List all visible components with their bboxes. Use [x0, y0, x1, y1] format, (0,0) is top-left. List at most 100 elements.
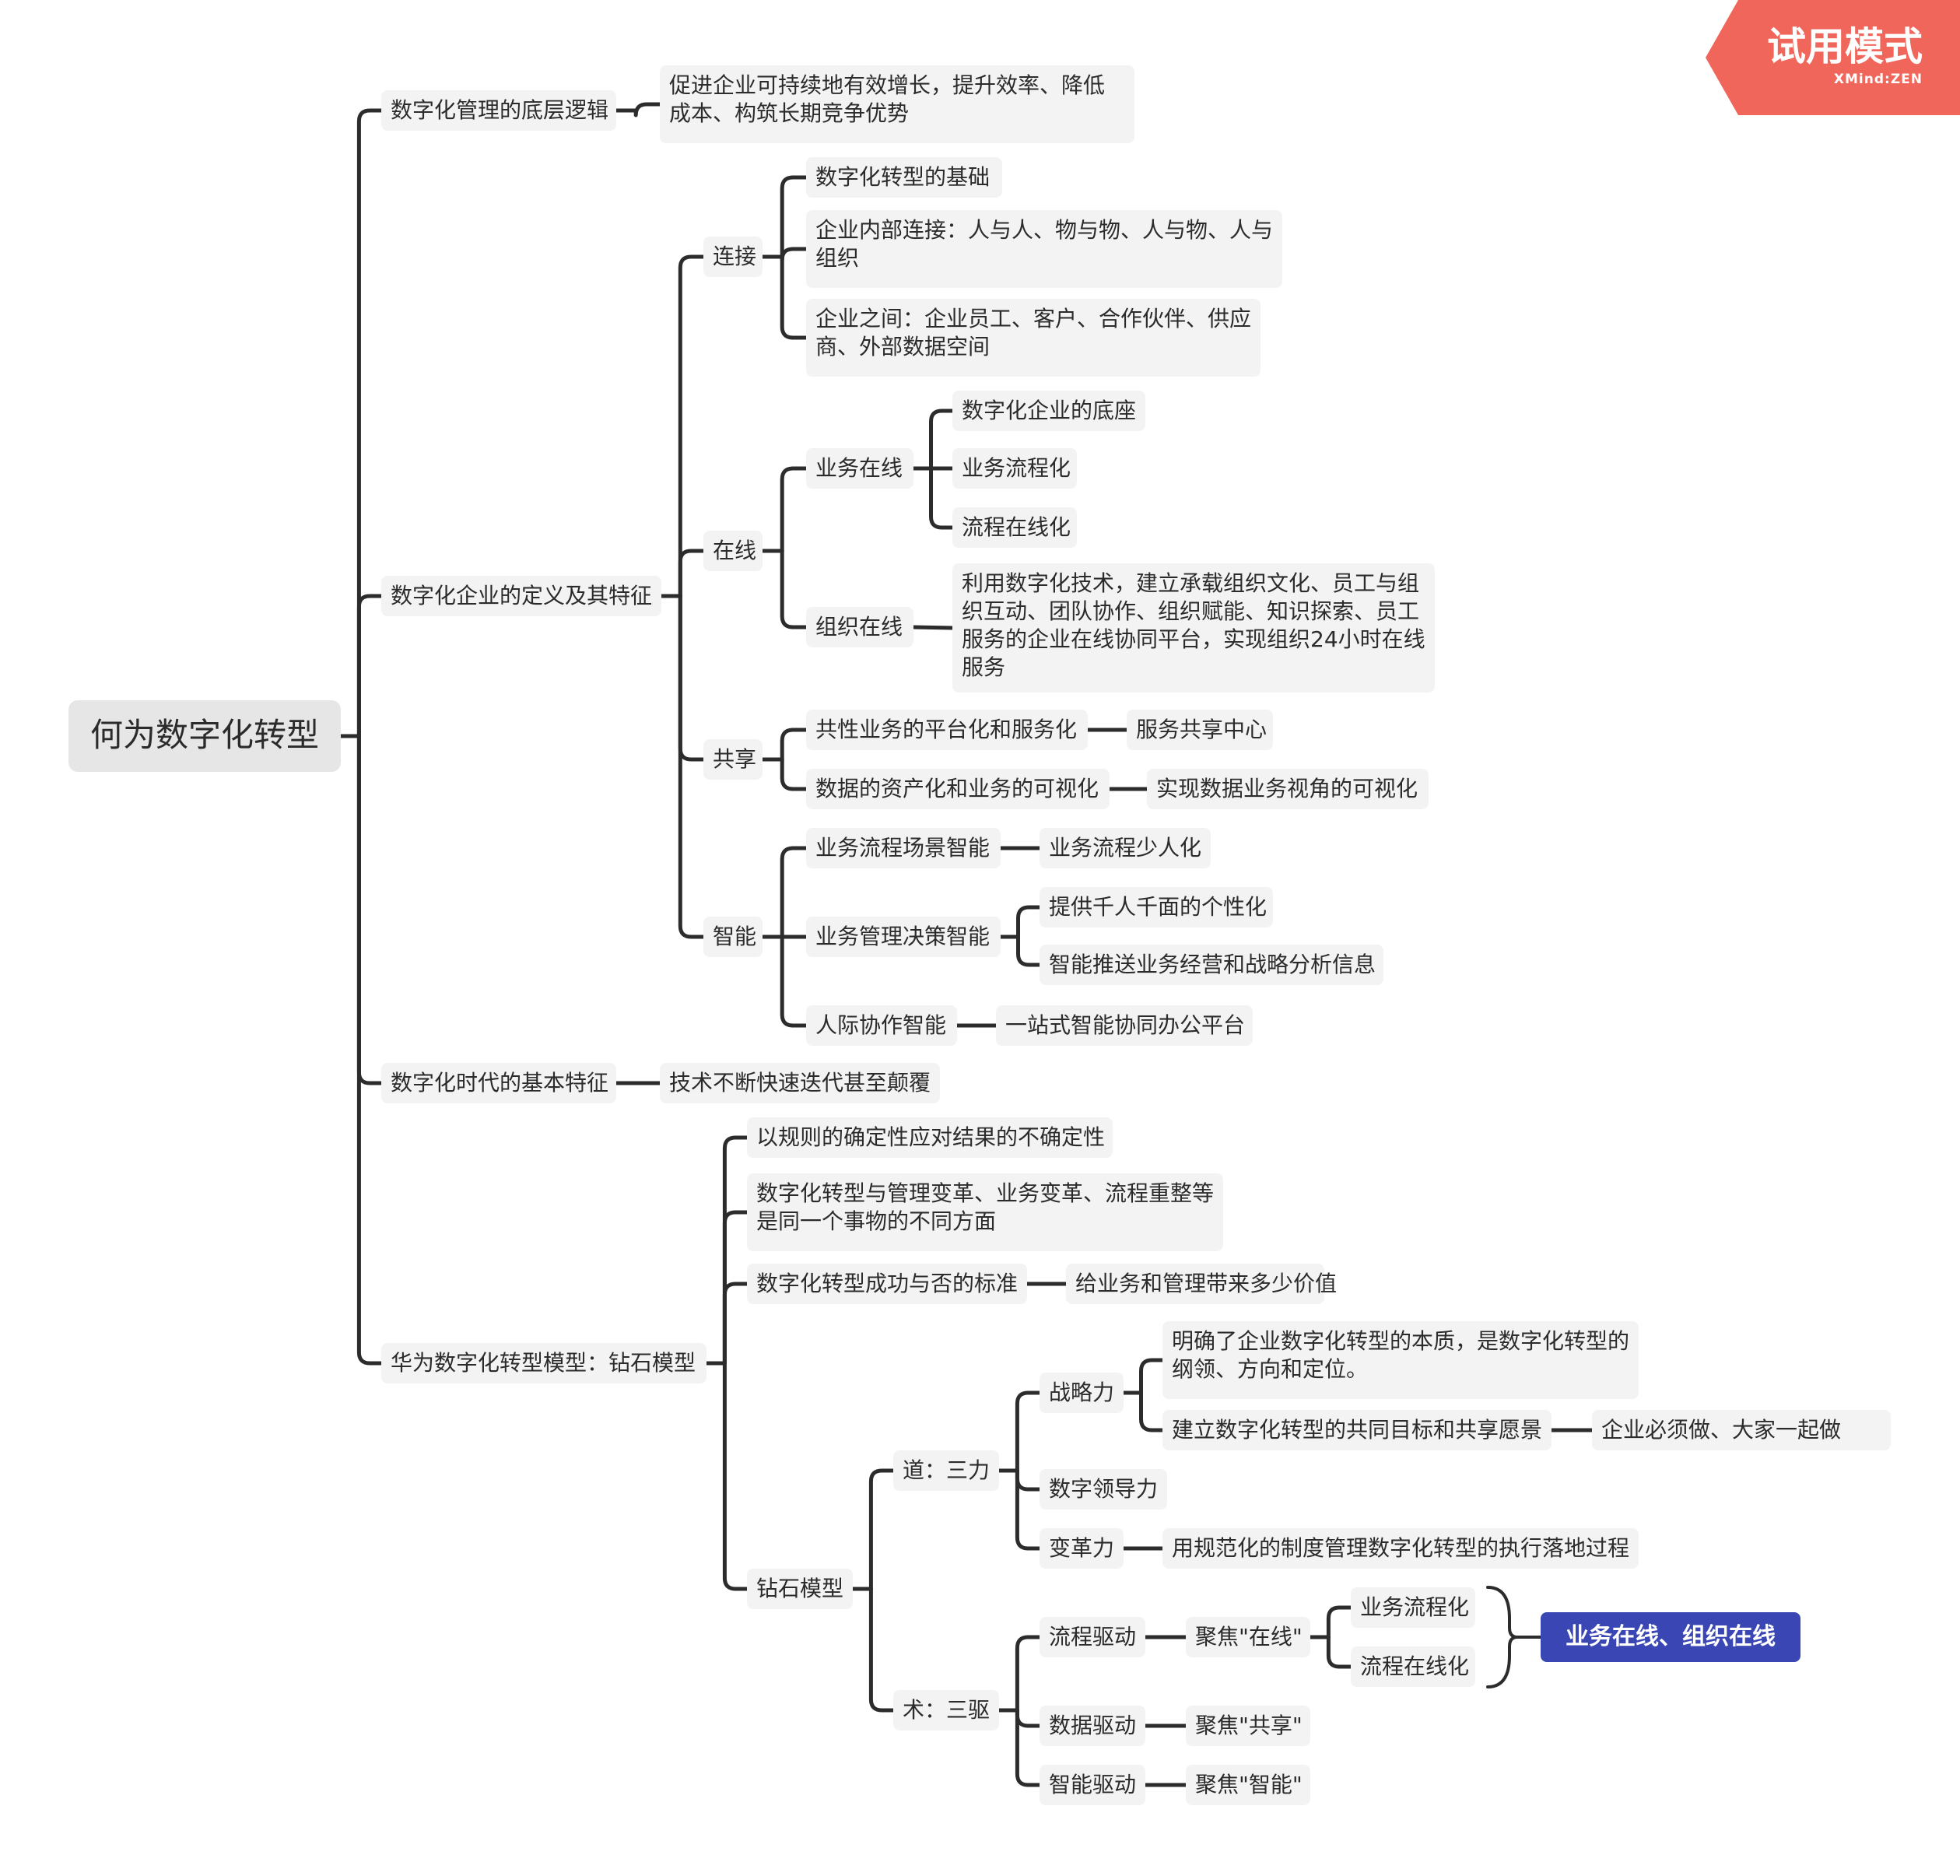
connector-n_d-n_d1 — [722, 1135, 749, 1366]
connector-n_d4a-n_d4a1 — [1015, 1390, 1042, 1473]
topic-dao-three-forces[interactable]: 道：三力 — [893, 1450, 999, 1491]
connector-n_b2a-n_b2a1 — [929, 409, 955, 471]
connector-n_b1-n_b1a — [780, 175, 808, 259]
trial-badge-shape — [1706, 0, 1960, 115]
summary-business-org-online[interactable]: 业务在线、组织在线 — [1541, 1612, 1800, 1662]
topic-org-platform[interactable]: 利用数字化技术，建立承载组织文化、员工与组织互动、团队协作、组织赋能、知识探索、… — [952, 563, 1435, 693]
topic-business-online[interactable]: 业务在线 — [806, 448, 913, 489]
connector-n_b3-n_b3b — [780, 757, 808, 791]
connector-root-n_c — [356, 734, 384, 1085]
connector-n_d4b1a-n_d4b1a2 — [1326, 1635, 1353, 1669]
topic-online[interactable]: 在线 — [703, 531, 763, 571]
topic-value-delivered[interactable]: 给业务和管理带来多少价值 — [1066, 1264, 1337, 1304]
connector-root-n_d — [356, 734, 384, 1366]
topic-inter-enterprise[interactable]: 企业之间：企业员工、客户、合作伙伴、供应商、外部数据空间 — [806, 299, 1261, 377]
connector-n_d4a1-n_d4a1a — [1139, 1358, 1165, 1395]
topic-focus-online[interactable]: 聚焦"在线" — [1186, 1617, 1310, 1657]
topic-tech-iteration[interactable]: 技术不断快速迭代甚至颠覆 — [660, 1063, 940, 1103]
topic-digital-management-logic[interactable]: 数字化管理的底层逻辑 — [381, 90, 616, 131]
topic-process-online[interactable]: 流程在线化 — [952, 507, 1077, 548]
topic-digital-enterprise-definition[interactable]: 数字化企业的定义及其特征 — [381, 576, 661, 616]
connector-n_b1-n_b1b — [780, 247, 808, 262]
topic-intelligence[interactable]: 智能 — [703, 917, 763, 957]
connector-n_b4-n_b4c — [780, 934, 808, 1028]
topic-shu-three-drivers[interactable]: 术：三驱 — [893, 1690, 999, 1730]
topic-focus-intelligence[interactable]: 聚焦"智能" — [1186, 1765, 1310, 1805]
connector-n_d-n_d2 — [722, 1210, 749, 1366]
connector-n_b2a-n_b2a3 — [929, 466, 955, 530]
topic-transform-foundation[interactable]: 数字化转型的基础 — [806, 157, 1002, 198]
topic-data-asset[interactable]: 数据的资产化和业务的可视化 — [806, 769, 1110, 809]
topic-connect[interactable]: 连接 — [703, 237, 763, 277]
topic-internal-connection[interactable]: 企业内部连接：人与人、物与物、人与物、人与组织 — [806, 210, 1282, 288]
topic-standardized-execution[interactable]: 用规范化的制度管理数字化转型的执行落地过程 — [1162, 1528, 1639, 1569]
connector-n_b-n_b4 — [678, 594, 706, 939]
topic-digital-era-features[interactable]: 数字化时代的基本特征 — [381, 1063, 616, 1103]
connector-n_b4-n_b4a — [780, 846, 808, 939]
topic-same-thing-aspects[interactable]: 数字化转型与管理变革、业务变革、流程重整等是同一个事物的不同方面 — [747, 1173, 1223, 1251]
connector-n_b4b-n_b4b1 — [1016, 905, 1042, 939]
topic-business-process[interactable]: 业务流程化 — [952, 448, 1077, 489]
topic-strategy-essence[interactable]: 明确了企业数字化转型的本质，是数字化转型的纲领、方向和定位。 — [1162, 1321, 1639, 1399]
topic-organization-online[interactable]: 组织在线 — [806, 607, 913, 647]
connector-n_b-n_b2 — [678, 549, 706, 598]
connector-n_d4a1-n_d4a1b — [1139, 1390, 1165, 1432]
connector-n_d4b-n_d4b2 — [1015, 1708, 1042, 1728]
summary-brace — [1486, 1586, 1519, 1688]
topic-push-analysis[interactable]: 智能推送业务经营和战略分析信息 — [1040, 945, 1383, 985]
topic-huawei-diamond-model[interactable]: 华为数字化转型模型：钻石模型 — [381, 1343, 707, 1383]
topic-process-driven[interactable]: 流程驱动 — [1040, 1617, 1145, 1657]
topic-share[interactable]: 共享 — [703, 739, 763, 780]
topic-digital-leadership[interactable]: 数字领导力 — [1040, 1469, 1167, 1510]
connector-n_d4b-n_d4b3 — [1015, 1708, 1042, 1787]
trial-mode-title: 试用模式 — [1767, 24, 1923, 69]
connector-n_b2-n_b2a — [780, 466, 808, 553]
connector-n_b2-n_b2b — [780, 549, 808, 629]
connector-n_d4-n_d4a — [868, 1468, 896, 1591]
topic-change-force[interactable]: 变革力 — [1040, 1528, 1124, 1569]
topic-business-process-2[interactable]: 业务流程化 — [1351, 1587, 1475, 1628]
topic-one-stop-office[interactable]: 一站式智能协同办公平台 — [996, 1005, 1253, 1046]
connector-n_d4a-n_d4a2 — [1015, 1468, 1042, 1492]
topic-enterprise-base[interactable]: 数字化企业的底座 — [952, 391, 1145, 431]
topic-common-platform[interactable]: 共性业务的平台化和服务化 — [806, 710, 1088, 750]
connector-n_d-n_d4 — [722, 1361, 749, 1591]
topic-intelligence-driven[interactable]: 智能驱动 — [1040, 1765, 1145, 1805]
connector-n_b2b-n_b2b1 — [911, 625, 955, 630]
topic-personalization[interactable]: 提供千人千面的个性化 — [1040, 887, 1273, 927]
topic-service-share-center[interactable]: 服务共享中心 — [1127, 710, 1273, 750]
topic-decision-intelligence[interactable]: 业务管理决策智能 — [806, 917, 1001, 957]
connector-n_b4b-n_b4b2 — [1016, 934, 1042, 967]
xmind-brand: XMind:ZEN — [1833, 72, 1923, 87]
connector-n_d4-n_d4b — [868, 1587, 896, 1713]
topic-focus-share[interactable]: 聚焦"共享" — [1186, 1706, 1310, 1746]
connector-n_d-n_d3 — [722, 1282, 749, 1366]
topic-rule-certainty[interactable]: 以规则的确定性应对结果的不确定性 — [747, 1117, 1113, 1158]
topic-collaboration-intelligence[interactable]: 人际协作智能 — [806, 1005, 957, 1046]
topic-everyone-together[interactable]: 企业必须做、大家一起做 — [1592, 1410, 1891, 1450]
topic-shared-vision[interactable]: 建立数字化转型的共同目标和共享愿景 — [1162, 1410, 1552, 1450]
topic-less-people[interactable]: 业务流程少人化 — [1040, 828, 1211, 868]
connector-root-n_a — [356, 108, 384, 738]
connector-n_b3-n_b3a — [780, 728, 808, 762]
connector-n_d4b1a-n_d4b1a1 — [1326, 1605, 1353, 1639]
connector-root-n_b — [356, 594, 384, 738]
connector-n_b1-n_b1c — [780, 254, 808, 340]
topic-success-standard[interactable]: 数字化转型成功与否的标准 — [747, 1264, 1027, 1304]
connector-n_d4b-n_d4b1 — [1015, 1635, 1042, 1713]
central-topic[interactable]: 何为数字化转型 — [68, 700, 341, 772]
topic-process-online-2[interactable]: 流程在线化 — [1351, 1646, 1475, 1687]
connector-n_b-n_b1 — [678, 254, 706, 598]
trial-mode-badge[interactable]: 试用模式 XMind:ZEN — [1692, 0, 1960, 115]
connector-n_a-n_a1 — [633, 102, 662, 117]
topic-process-intelligence[interactable]: 业务流程场景智能 — [806, 828, 1001, 868]
topic-sustainable-growth[interactable]: 促进企业可持续地有效增长，提升效率、降低成本、构筑长期竞争优势 — [660, 65, 1134, 143]
topic-data-visualization[interactable]: 实现数据业务视角的可视化 — [1147, 769, 1429, 809]
connector-n_b-n_b3 — [678, 594, 706, 762]
topic-data-driven[interactable]: 数据驱动 — [1040, 1706, 1145, 1746]
topic-strategy-force[interactable]: 战略力 — [1040, 1373, 1124, 1413]
connector-n_d4a-n_d4a3 — [1015, 1468, 1042, 1551]
topic-diamond-model[interactable]: 钻石模型 — [747, 1569, 853, 1609]
